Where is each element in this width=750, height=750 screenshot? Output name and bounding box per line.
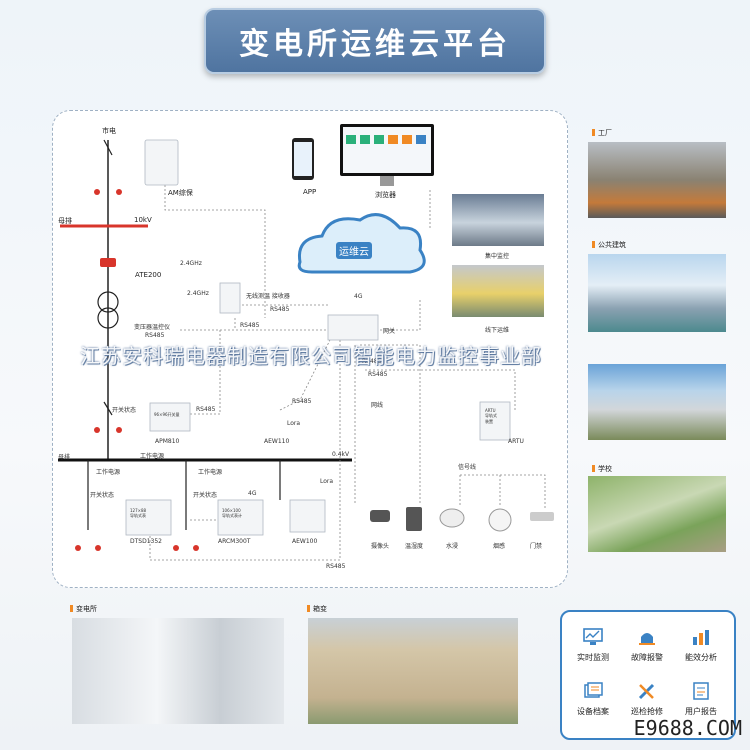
meter-label-a: 96×96开关量: [154, 412, 180, 417]
feature-inspection-repair: 巡检抢修: [622, 682, 672, 717]
label-aew100: AEW100: [292, 538, 318, 545]
feature-user-report: 用户报告: [676, 682, 726, 717]
label-rs485-b: RS485: [240, 322, 260, 329]
meter-label-b: 127×88 导轨式表: [130, 508, 147, 518]
label-wangxian: 网线: [371, 402, 384, 409]
meter-label-c: 106×100 导轨式表计: [222, 508, 242, 518]
sensor-water-label: 水浸: [446, 543, 459, 550]
label-gateway: 网关: [383, 328, 396, 335]
label-lora-a: Lora: [287, 420, 301, 427]
label-0.4kv: 0.4kV: [332, 451, 350, 458]
feature-label-inspection: 巡检抢修: [631, 707, 663, 716]
feature-equipment-files: 设备档案: [568, 682, 618, 717]
wrench-icon: [638, 683, 655, 700]
building-photo: [588, 364, 726, 440]
sensor-smoke-label: 烟感: [493, 543, 506, 550]
public-building-photo: [588, 254, 726, 332]
feature-label-files: 设备档案: [577, 707, 609, 716]
report-icon: [693, 682, 709, 700]
page-title: 变电所运维云平台: [239, 27, 511, 62]
label-lora-b: Lora: [320, 478, 334, 485]
label-4g-a: 4G: [354, 293, 363, 300]
label-switch-state-a: 开关状态: [112, 407, 137, 414]
feature-fault-alarm: 故障报警: [622, 628, 672, 663]
label-2.4ghz-b: 2.4GHz: [187, 290, 209, 297]
feature-label-energy: 能效分析: [685, 653, 717, 662]
box-transformer-photo: [308, 618, 518, 724]
label-shidian: 市电: [102, 127, 116, 135]
sensor-camera-label: 摄像头: [371, 543, 390, 550]
factory-title: 工厂: [592, 128, 612, 138]
label-wireless-receiver: 无线测温 接收器: [246, 293, 290, 300]
label-muxian-top: 母排: [58, 217, 72, 225]
school-photo: [588, 476, 726, 552]
label-rs485-a: RS485: [270, 306, 290, 313]
label-arcm300t: ARCM300T: [218, 538, 251, 545]
company-watermark: 江苏安科瑞电器制造有限公司智能电力监控事业部: [80, 344, 542, 368]
feature-energy-analysis: 能效分析: [676, 628, 726, 663]
label-2.4ghz-a: 2.4GHz: [180, 260, 202, 267]
box-transformer-title: 箱变: [307, 604, 327, 614]
label-transformer-ctrl: 变压器温控仪: [134, 324, 171, 331]
label-work-power-b: 工作电源: [96, 469, 121, 476]
bar-chart-icon: [693, 630, 709, 645]
label-muxian-bottom: 母排: [58, 454, 71, 461]
label-signal-line: 信号线: [458, 464, 477, 471]
substation-title: 变电所: [70, 604, 97, 614]
center-monitor-photo: [452, 194, 544, 246]
monitor-icon: [583, 628, 603, 645]
label-rs485-f: RS485: [196, 406, 216, 413]
school-title: 学校: [592, 464, 612, 474]
title-banner: 变电所运维云平台: [204, 8, 546, 74]
feature-realtime-monitor: 实时监测: [568, 628, 618, 663]
label-rs485-h: RS485: [326, 563, 346, 570]
feature-label-report: 用户报告: [685, 707, 717, 716]
substation-photo: [72, 618, 284, 724]
sensor-temp-humidity-label: 温湿度: [405, 543, 424, 550]
label-ate200: ATE200: [135, 271, 162, 279]
label-work-power-c: 工作电源: [198, 469, 223, 476]
public-building-title: 公共建筑: [592, 240, 626, 250]
feature-label-realtime: 实时监测: [577, 653, 609, 662]
artu-device-label: ARTU 导轨式 装置: [485, 408, 497, 424]
label-artu: ARTU: [508, 438, 524, 445]
alarm-icon: [639, 633, 655, 645]
center-monitor-label: 集中监控: [485, 253, 510, 260]
label-work-power-a: 工作电源: [140, 453, 165, 460]
label-apm810: APM810: [155, 438, 180, 445]
label-rs485-g: RS485: [292, 398, 312, 405]
label-rs485-e: RS485: [368, 371, 388, 378]
label-switch-state-b: 开关状态: [90, 492, 115, 499]
offline-ops-photo: [452, 265, 544, 317]
label-10kv: 10kV: [134, 216, 152, 224]
offline-ops-label: 线下运维: [485, 327, 510, 334]
label-am-baohu: AM综保: [168, 189, 193, 197]
files-icon: [584, 682, 603, 698]
label-app: APP: [303, 188, 317, 196]
label-4g-b: 4G: [248, 490, 257, 497]
sensor-access-label: 门禁: [530, 543, 543, 550]
factory-photo: [588, 142, 726, 218]
label-browser: 浏览器: [375, 191, 396, 199]
label-rs485-c: RS485: [145, 332, 165, 339]
footer-site: E9688.COM: [633, 716, 742, 740]
label-cloud: 运维云: [336, 242, 372, 259]
label-switch-state-c: 开关状态: [193, 492, 218, 499]
label-aew110: AEW110: [264, 438, 290, 445]
feature-label-fault: 故障报警: [631, 653, 663, 662]
label-rs485-d: RS485: [362, 358, 382, 365]
label-dtsd1352: DTSD1352: [130, 538, 162, 545]
